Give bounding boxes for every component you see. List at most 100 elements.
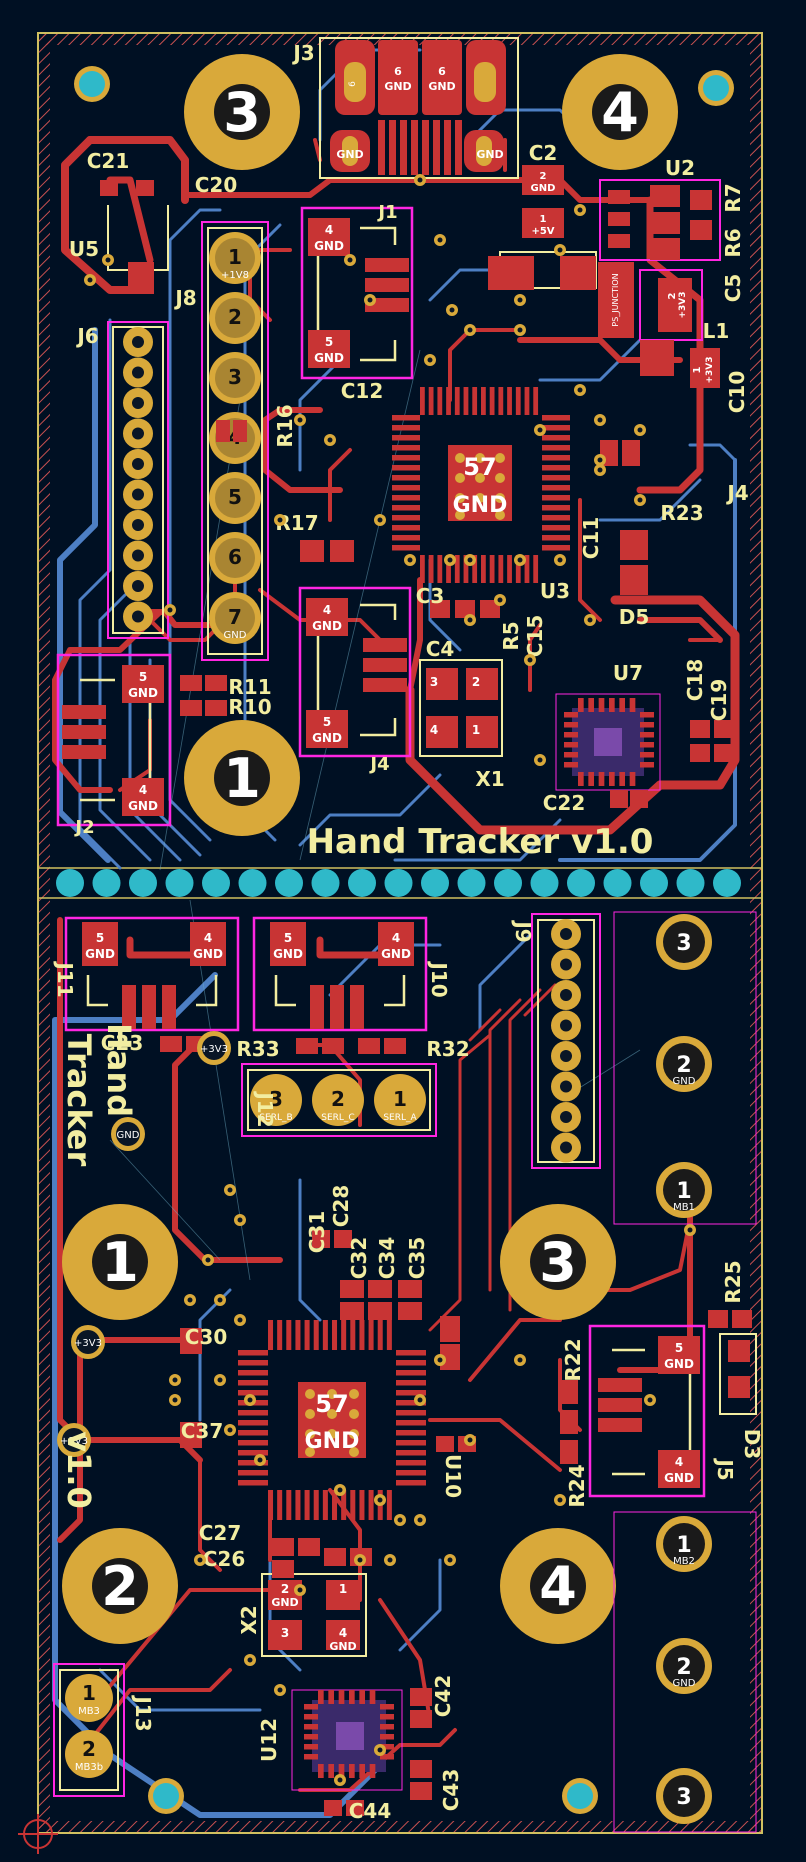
ic-pin [349,1764,355,1778]
ic-pin [238,1380,268,1386]
svg-text:GND: GND [312,731,342,745]
j8-pin-net: GND [224,630,247,641]
via-drill [277,517,283,523]
via-drill [247,1657,253,1663]
via-drill [557,557,563,563]
mouse-bite-hole [56,869,84,897]
j13-pin-number: 2 [82,1737,96,1761]
mouse-bite-hole [384,869,413,897]
right-edge-pin: 3 [656,1768,712,1824]
via-drill [187,1297,193,1303]
via-drill [297,1587,303,1593]
via-drill [437,237,443,243]
svg-text:J11: J11 [53,960,77,997]
ic-pin [481,387,486,415]
svg-text:J5: J5 [713,1457,737,1480]
via-drill [227,1427,233,1433]
via-drill [197,1557,203,1563]
svg-text:C23: C23 [101,1031,144,1055]
ic-pin [446,555,451,583]
mouse-bite-hole [238,869,267,897]
svg-text:4: 4 [323,603,331,617]
j13-pin-net: MB3b [75,1762,103,1773]
mouse-bite-hole [567,869,595,897]
ic-pin [640,732,654,738]
right-edge-pin-number: 2 [676,1655,691,1680]
via-drill [167,607,173,613]
svg-text:3: 3 [281,1626,289,1640]
j12-pin-net: SERL_C [321,1113,354,1123]
ic-pin [542,545,570,551]
ic-pin [619,698,626,712]
mouse-bite-hole [311,869,340,897]
ic-pin [463,387,469,415]
ic-pin [542,505,570,511]
ic-pin [524,555,530,583]
ic-pin [564,762,578,768]
mouse-bite-row [56,869,741,897]
ic-pin [629,772,636,786]
via-drill [449,307,455,313]
ic-pin [377,1320,383,1350]
via-drill [297,417,303,423]
ic-pin [359,1764,366,1778]
via-drill [387,1557,393,1563]
mounting-hole-top-3: 3 [184,54,300,170]
ic-pin [396,1430,426,1436]
via-drill [557,1497,563,1503]
ic-pin [564,712,578,718]
ic-pin [396,1460,426,1466]
ic-pin [238,1440,268,1446]
via-drill [517,557,523,563]
ref-u3: U3 [540,579,570,603]
via-drill [427,357,433,363]
svg-text:2: 2 [472,675,480,689]
svg-text:X1: X1 [475,767,504,791]
usb-connector-j3: 6 6 GND 6 GND GND GND J3 [291,37,519,179]
ic-pin [392,435,420,441]
svg-text:J8: J8 [173,286,196,310]
ic-pin [396,1440,426,1446]
svg-text:C22: C22 [543,791,586,815]
ic-pin [437,555,443,583]
svg-text:1: 1 [472,723,480,737]
svg-text:4: 4 [392,931,400,945]
ic-pin [295,1490,301,1520]
mouse-bite-hole [603,869,632,897]
ic-pin [313,1320,319,1350]
ic-pin [564,742,578,748]
svg-text:R16: R16 [273,404,297,447]
ic-pin [489,555,495,583]
ic-pin [481,555,486,583]
j8-pin-number: 1 [228,245,242,269]
regulator-u5: U5 [69,180,169,294]
ic-pin [396,1350,426,1356]
ic-pin [322,1490,328,1520]
ic-pin [277,1490,283,1520]
j9-pin-drill [560,1141,572,1154]
ic-pin [524,387,530,415]
j8-pin: 1+1V8 [209,232,261,284]
ic-pin [359,1320,365,1350]
svg-text:GND: GND [117,1130,140,1141]
ic-pin [392,525,420,531]
via-drill [537,427,543,433]
svg-text:1: 1 [692,366,703,373]
ic-pin [446,387,451,415]
ic-pin [396,1420,426,1426]
svg-text:6: 6 [438,65,446,78]
via-drill [172,1397,178,1403]
mouse-bite-hole [676,869,705,897]
j6-pin-drill [132,610,144,623]
via-drill [637,427,643,433]
ic-pin [380,1704,394,1710]
j12-pin-number: 1 [393,1087,407,1111]
ic-pin [392,445,420,451]
svg-text:57: 57 [463,453,496,481]
via-drill [367,297,373,303]
ic-pin [454,387,460,415]
mouse-bite-hole [202,869,230,897]
sensor-u12: U12 [257,1689,403,1791]
ic-pin [542,485,570,491]
ic-pin [640,742,654,748]
